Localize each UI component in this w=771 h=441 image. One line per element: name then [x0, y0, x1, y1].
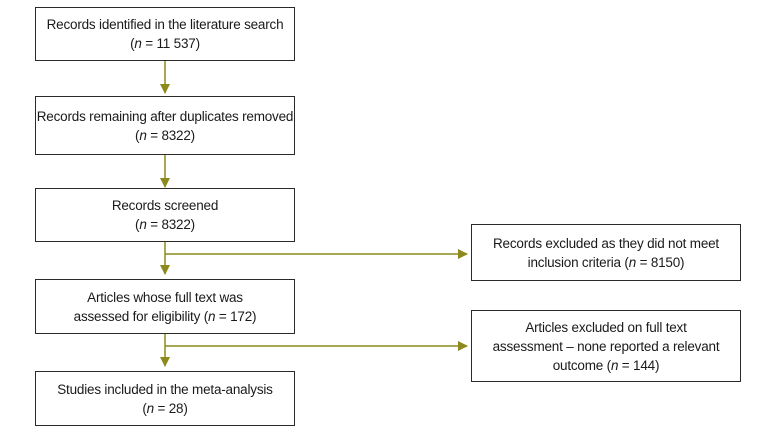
fulltext-exclusion-box: Articles excluded on full text assessmen… [471, 310, 741, 382]
records-screened-label: Records screened [111, 198, 219, 213]
fulltext-assessed-line1: Articles whose full text was [87, 289, 243, 305]
records-identified-box: Records identified in the literature sea… [35, 7, 295, 61]
studies-included-label: Studies included in the meta-analysis [57, 381, 273, 397]
fulltext-assessed-line2: assessed for eligibility (n = 172) [73, 308, 257, 324]
studies-included-box: Studies included in the meta-analysis (n… [35, 371, 295, 426]
records-identified-label: Records identified in the literature sea… [46, 17, 284, 32]
fulltext-exclusion-line3: outcome (n = 144) [552, 357, 660, 373]
studies-included-count: (n = 28) [142, 400, 188, 416]
records-deduplicated-count: (n = 8322) [135, 127, 195, 143]
fulltext-assessed-box: Articles whose full text was assessed fo… [35, 279, 295, 334]
screening-exclusion-box: Records excluded as they did not meet in… [471, 224, 741, 281]
fulltext-exclusion-line2: assessment – none reported a relevant [492, 338, 720, 354]
screening-exclusion-line2: inclusion criteria (n = 8150) [527, 254, 685, 270]
records-screened-count: (n = 8322) [135, 217, 195, 232]
fulltext-exclusion-line1: Articles excluded on full text [525, 319, 687, 335]
records-deduplicated-label: Records remaining after duplicates remov… [36, 108, 294, 124]
screening-exclusion-line1: Records excluded as they did not meet [493, 235, 719, 251]
records-identified-count: (n = 11 537) [130, 36, 200, 51]
records-deduplicated-box: Records remaining after duplicates remov… [35, 96, 295, 155]
records-screened-box: Records screened (n = 8322) [35, 188, 295, 242]
